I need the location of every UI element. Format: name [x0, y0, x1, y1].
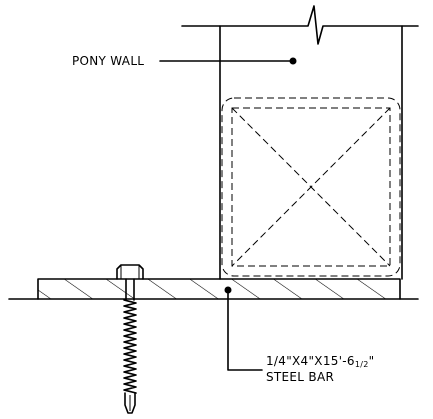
screw-thread — [123, 299, 137, 394]
steel-bar-section — [8, 278, 419, 300]
steel-bar-hatch-fill — [38, 279, 400, 299]
screw-shank — [125, 278, 135, 301]
steel-bar-leader-line — [227, 289, 263, 371]
tube-cross-line-2 — [231, 107, 391, 267]
screw-drill-tip — [124, 392, 136, 414]
steel-bar-size-main: 1/4"X4"X15'-6 — [266, 354, 355, 368]
steel-bar-callout: 1/4"X4"X15'-61/2" STEEL BAR — [224, 286, 374, 384]
wall-break-line — [181, 5, 419, 45]
pony-wall-leader-dot — [289, 57, 297, 65]
hidden-tube-section — [221, 97, 401, 277]
self-drilling-screw — [116, 264, 144, 414]
steel-bar-size-suffix: " — [369, 354, 375, 368]
screw-hex-head — [116, 264, 144, 280]
steel-bar-outline — [37, 278, 401, 300]
pony-wall-callout: PONY WALL — [72, 54, 297, 68]
pony-wall — [181, 5, 419, 280]
pony-wall-label: PONY WALL — [72, 54, 144, 68]
tube-outer-outline — [221, 97, 401, 277]
steel-bar-size-label: 1/4"X4"X15'-61/2" — [266, 354, 374, 369]
tube-inner-outline — [231, 107, 391, 267]
steel-bar-material-label: STEEL BAR — [266, 370, 334, 384]
steel-bar-size-fraction: 1/2 — [355, 360, 369, 369]
